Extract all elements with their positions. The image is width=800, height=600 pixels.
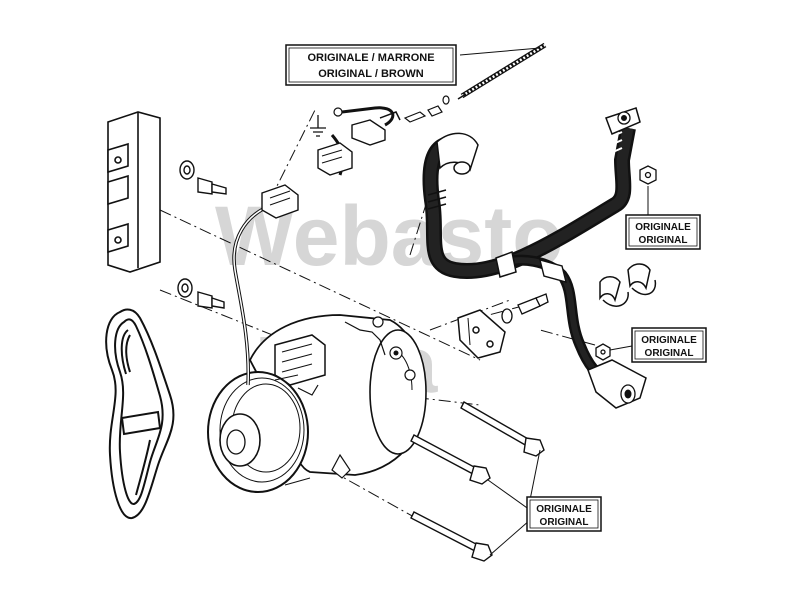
bracket-bolt-lower <box>177 278 225 309</box>
compressor-harness <box>232 184 299 386</box>
pipe-clamps <box>599 263 657 307</box>
label-pipe-upper-original: ORIGINALE ORIGINAL <box>625 214 701 250</box>
label-bolts-line-2: ORIGINAL <box>540 517 589 528</box>
label-wire-line-2: ORIGINAL / BROWN <box>318 68 424 80</box>
label-pipe-lower-line-2: ORIGINAL <box>645 348 694 359</box>
compressor-bolts <box>410 401 545 562</box>
label-bolts-original: ORIGINALE ORIGINAL <box>526 496 602 532</box>
label-bolts-line-1: ORIGINALE <box>536 504 592 515</box>
compressor <box>207 314 427 493</box>
label-wire-line-1: ORIGINALE / MARRONE <box>307 52 434 64</box>
label-pipe-lower-original: ORIGINALE ORIGINAL <box>631 327 707 363</box>
mounting-bracket <box>107 111 161 273</box>
label-pipe-lower-line-1: ORIGINALE <box>641 335 697 346</box>
bracket-bolt-upper <box>179 160 227 195</box>
label-wire-original-brown: ORIGINALE / MARRONE ORIGINAL / BROWN <box>285 44 457 86</box>
pipe-nut-lower <box>595 343 611 361</box>
label-pipe-upper-line-1: ORIGINALE <box>635 222 691 233</box>
drive-belt <box>105 308 175 519</box>
ground-wire-assembly <box>310 95 450 176</box>
pipe-mounting-plate <box>457 309 506 359</box>
plate-bolt <box>501 293 549 324</box>
suction-pipe <box>422 107 641 279</box>
discharge-pipe <box>495 250 647 409</box>
pipe-nut-upper <box>639 165 657 185</box>
brown-wire-lead <box>457 42 547 100</box>
leader-lines <box>459 47 649 556</box>
label-pipe-upper-line-2: ORIGINAL <box>639 235 688 246</box>
